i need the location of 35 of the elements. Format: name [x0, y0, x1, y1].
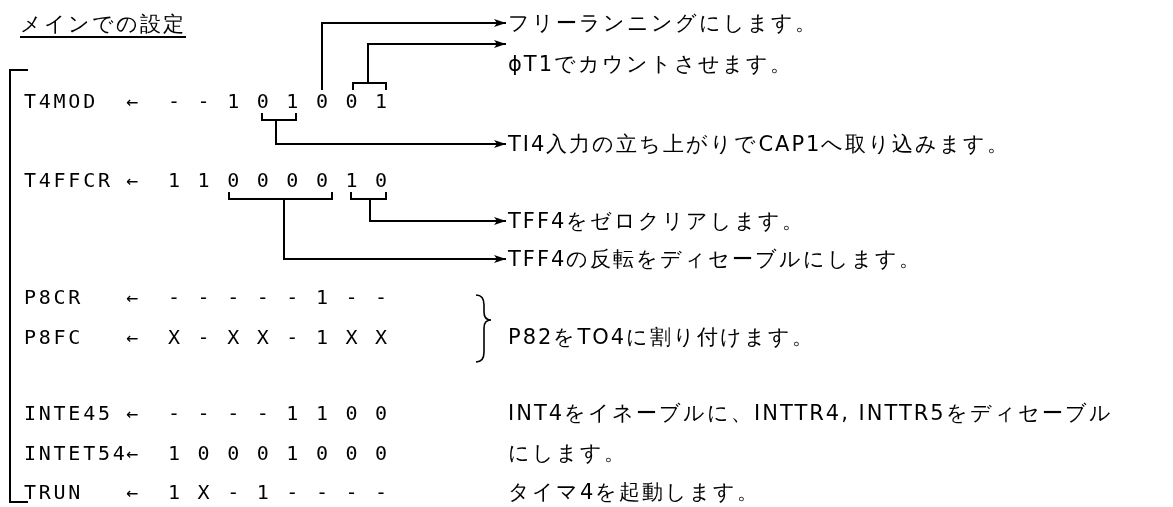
bit-pattern: - - 1 0 1 0 0 1: [168, 89, 390, 113]
assign-arrow: ←: [126, 480, 141, 504]
description-text: TFF4をゼロクリアします。: [508, 207, 806, 235]
assign-arrow: ←: [126, 168, 141, 192]
assign-arrow: ←: [126, 89, 141, 113]
heading: メインでの設定: [20, 11, 186, 38]
leader-line: [350, 191, 507, 225]
register-name: T4FFCR: [24, 168, 113, 192]
bit-pattern: 1 0 0 0 1 0 0 0: [168, 441, 390, 465]
note-text: P82をTO4に割り付けます。: [508, 324, 816, 351]
leader-line: [228, 191, 507, 263]
bit-pattern: - - - - - 1 - -: [168, 285, 390, 309]
assign-arrow: ←: [126, 325, 141, 349]
description-text: TI4入力の立ち上がりでCAP1へ取り込みます。: [508, 130, 1011, 158]
register-name: P8FC: [24, 325, 84, 349]
bit-pattern: 1 X - 1 - - - -: [168, 480, 390, 504]
bit-pattern: - - - - 1 1 0 0: [168, 401, 390, 425]
description-text: フリーランニングにします。: [508, 9, 818, 37]
note-text: タイマ4を起動します。: [508, 479, 761, 506]
note-text: INT4をイネーブルに、INTTR4, INTTR5をディセーブルにします。: [508, 400, 1113, 467]
register-name: P8CR: [24, 285, 84, 309]
leader-line: [321, 19, 507, 91]
description-text: TFF4の反転をディセーブルにします。: [508, 245, 923, 273]
bit-pattern: X - X X - 1 X X: [168, 325, 390, 349]
bit-pattern: 1 1 0 0 0 0 1 0: [168, 168, 390, 192]
register-name: INTE45: [24, 401, 113, 425]
leader-line: [261, 112, 507, 148]
register-name: T4MOD: [24, 89, 98, 113]
assign-arrow: ←: [126, 401, 141, 425]
leader-line: [352, 40, 507, 91]
register-name: INTET54: [24, 441, 128, 465]
description-text: ϕT1でカウントさせます。: [508, 34, 794, 78]
assign-arrow: ←: [126, 441, 141, 465]
register-name: TRUN: [24, 480, 84, 504]
assign-arrow: ←: [126, 285, 141, 309]
